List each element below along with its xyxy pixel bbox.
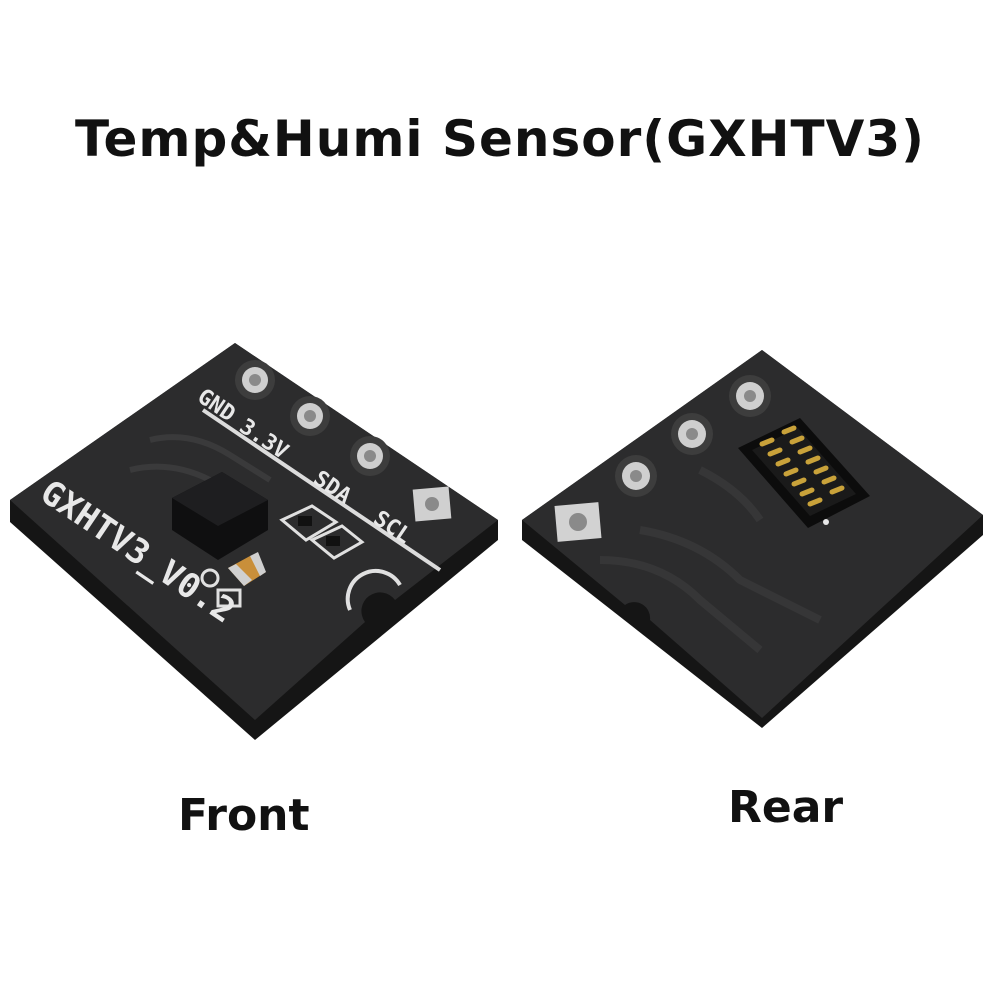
capacitor	[228, 552, 266, 586]
rear-pad-4	[729, 375, 771, 417]
page-title: Temp&Humi Sensor(GXHTV3)	[75, 110, 925, 168]
front-pad-3v3	[290, 396, 330, 436]
front-pad-sda	[350, 436, 390, 476]
rear-pad-1	[554, 502, 602, 542]
sensor-chip	[172, 472, 268, 560]
front-pad-scl	[412, 486, 452, 522]
rear-caption: Rear	[728, 782, 844, 833]
rear-pad-2	[615, 455, 657, 497]
front-caption: Front	[178, 790, 310, 841]
rear-pad-3	[671, 413, 713, 455]
rear-board-surface	[522, 350, 983, 718]
front-pad-gnd	[235, 360, 275, 400]
board-connector	[738, 418, 870, 528]
